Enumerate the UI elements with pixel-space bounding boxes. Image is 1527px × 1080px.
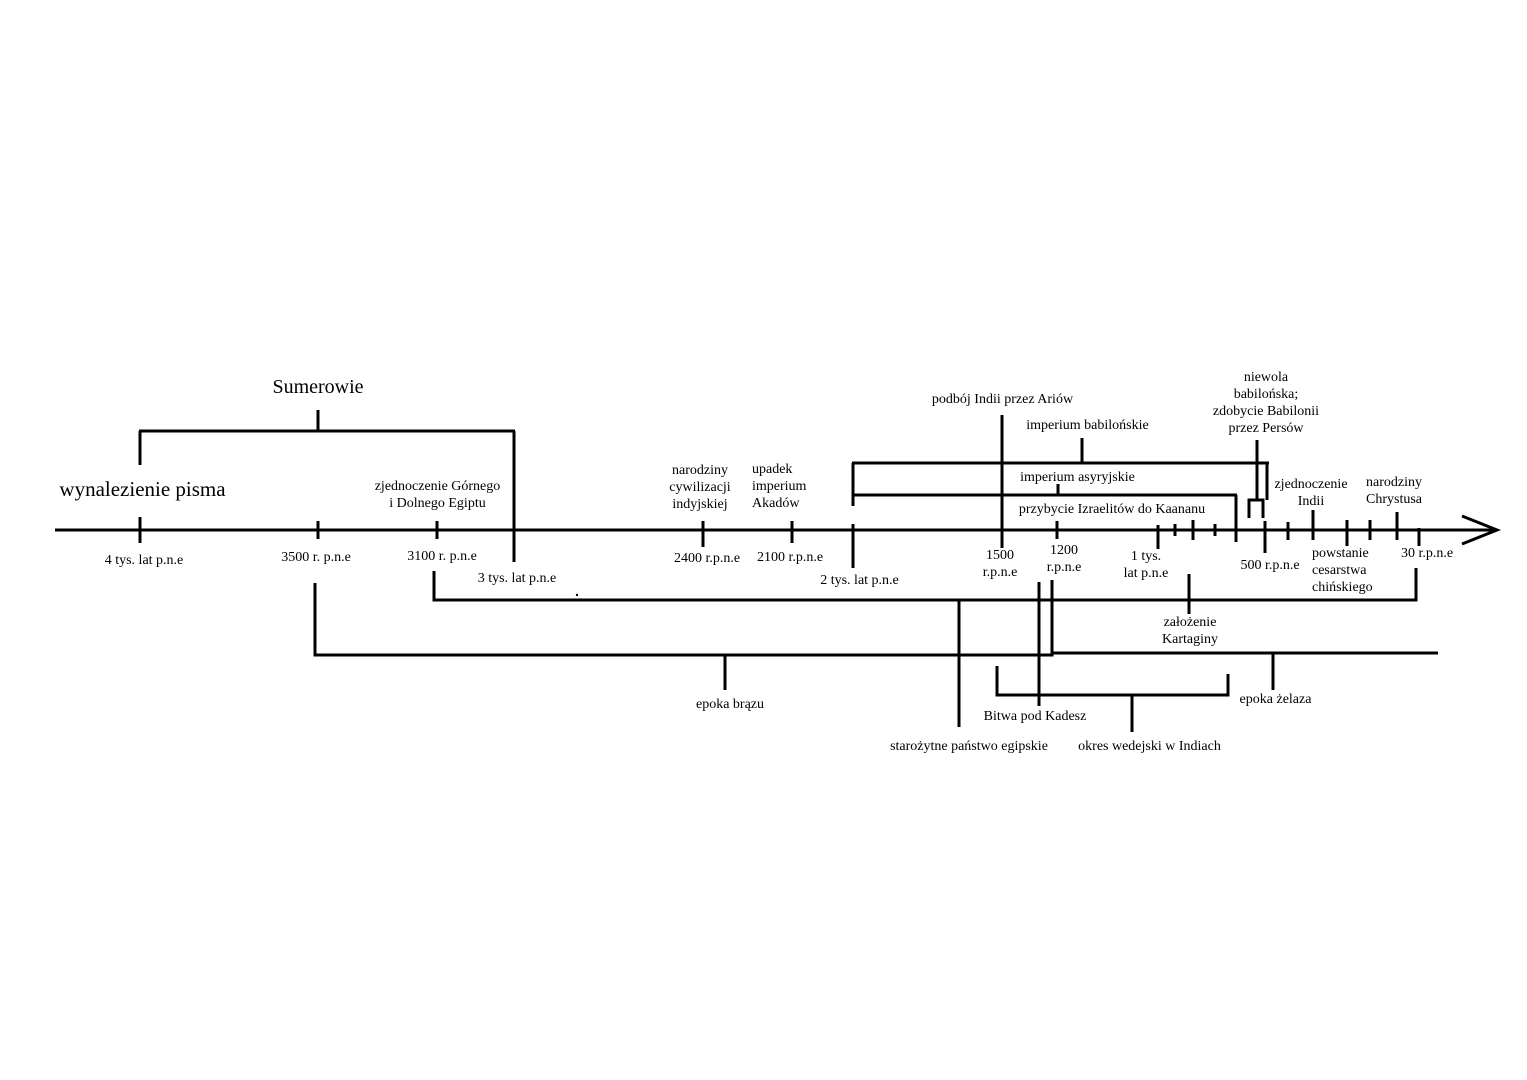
date-3100: 3100 r. p.n.e bbox=[407, 549, 477, 564]
date-1500: 1500 r.p.n.e bbox=[982, 548, 1018, 580]
label-wynalezienie-pisma: wynalezienie pisma bbox=[59, 477, 226, 501]
date-2000: 2 tys. lat p.n.e bbox=[820, 573, 899, 588]
date-2100: 2100 r.p.n.e bbox=[756, 550, 824, 565]
date-2400: 2400 r.p.n.e bbox=[673, 551, 741, 566]
date-1200: 1200 r.p.n.e bbox=[1046, 543, 1082, 575]
label-imperium-babilonskie: imperium babilońskie bbox=[1026, 418, 1149, 433]
label-podboj-indii: podbój Indii przez Ariów bbox=[931, 392, 1074, 407]
epoka-brazu-bracket bbox=[313, 580, 1054, 657]
label-epoka-zelaza: epoka żelaza bbox=[1239, 692, 1312, 707]
date-500: 500 r.p.n.e bbox=[1240, 558, 1300, 573]
niewola-bracket bbox=[1247, 498, 1265, 518]
egipt-bracket bbox=[432, 568, 1418, 602]
axis-arrowhead bbox=[1461, 514, 1502, 546]
label-powstanie-cesarstwa: powstanie cesarstwa chińskiego bbox=[1312, 546, 1373, 595]
stray-dot bbox=[575, 593, 579, 597]
date-4000: 4 tys. lat p.n.e bbox=[104, 553, 184, 568]
wedejski-bracket bbox=[995, 666, 1230, 697]
label-cywilizacja-indyjska: narodziny cywilizacji indyjskiej bbox=[669, 463, 731, 512]
label-zjednoczenie-egiptu: zjednoczenie Górnego i Dolnego Egiptu bbox=[374, 479, 501, 511]
date-30: 30 r.p.n.e bbox=[1400, 546, 1454, 561]
label-przybycie-izraelitow: przybycie Izraelitów do Kaananu bbox=[1018, 502, 1206, 517]
label-bitwa-pod-kadesz: Bitwa pod Kadesz bbox=[983, 709, 1087, 724]
label-sumerowie: Sumerowie bbox=[272, 376, 364, 398]
date-1000: 1 tys. lat p.n.e bbox=[1123, 549, 1169, 581]
label-epoka-brazu: epoka brązu bbox=[695, 697, 765, 712]
label-panstwo-egipskie: starożytne państwo egipskie bbox=[890, 739, 1048, 754]
label-zalozenie-kartaginy: założenie Kartaginy bbox=[1162, 615, 1218, 647]
label-narodziny-chrystusa: narodziny Chrystusa bbox=[1366, 475, 1422, 507]
date-3500: 3500 r. p.n.e bbox=[281, 550, 351, 565]
label-imperium-asyryjskie: imperium asyryjskie bbox=[1020, 470, 1135, 485]
label-okres-wedejski: okres wedejski w Indiach bbox=[1078, 739, 1221, 754]
date-3000: 3 tys. lat p.n.e bbox=[477, 571, 557, 586]
label-upadek-akadow: upadek imperium Akadów bbox=[752, 462, 807, 511]
label-niewola-babilonska: niewola babilońska; zdobycie Babilonii p… bbox=[1212, 370, 1320, 436]
label-zjednoczenie-indii: zjednoczenie Indii bbox=[1274, 477, 1348, 509]
